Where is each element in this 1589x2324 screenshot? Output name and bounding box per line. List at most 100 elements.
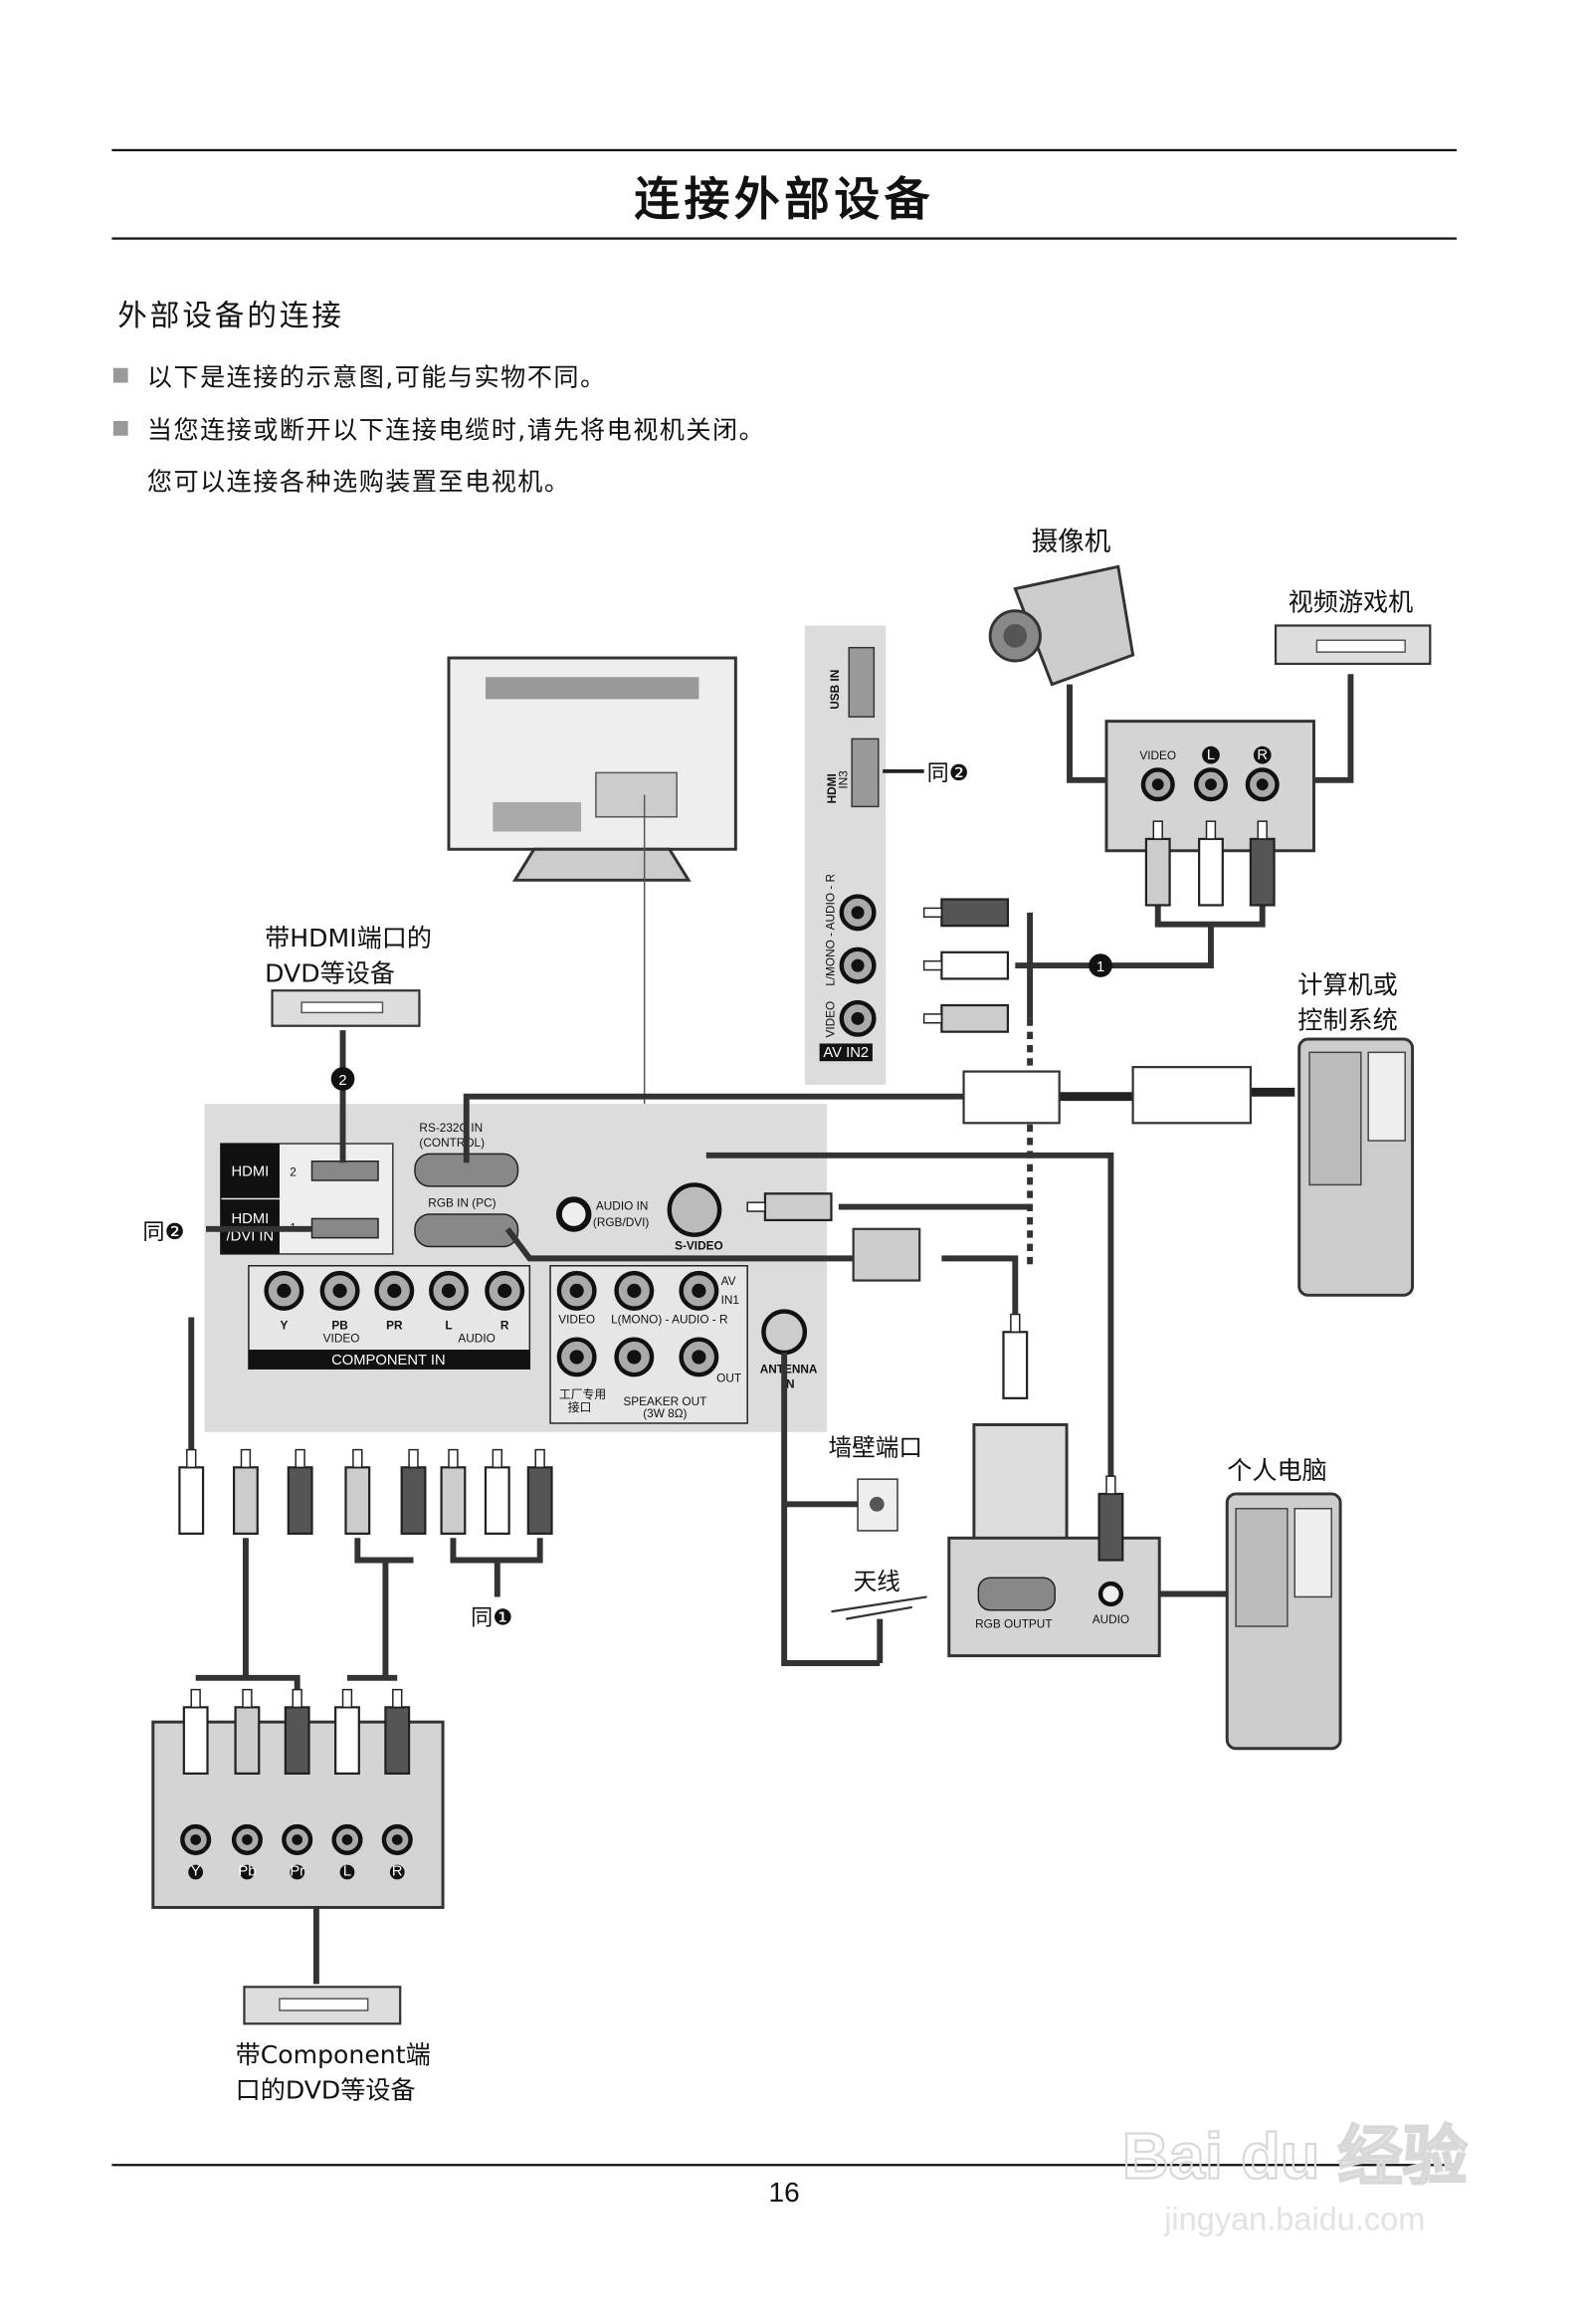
component-dvd-illustration bbox=[243, 1986, 402, 2025]
side-av-jack-center bbox=[851, 906, 865, 920]
wall-port-label: 墙壁端口 bbox=[829, 1434, 923, 1462]
serial-connector bbox=[962, 1070, 1061, 1125]
component-jack-center bbox=[277, 1283, 292, 1298]
computer-control-label: 计算机或 bbox=[1297, 970, 1398, 999]
same-as-2-ref: 同❷ bbox=[927, 760, 969, 786]
page-title: 连接外部设备 bbox=[634, 172, 934, 226]
rca-plug-tip bbox=[1105, 1475, 1116, 1495]
computer-control-label: 控制系统 bbox=[1297, 1006, 1398, 1035]
antenna-in-label: ANTENNA bbox=[760, 1363, 818, 1376]
audio-in-jack[interactable] bbox=[555, 1196, 592, 1232]
side-av-jack-center bbox=[851, 958, 865, 972]
rca-plug-tip bbox=[492, 1448, 502, 1469]
av-video-label: VIDEO bbox=[558, 1312, 595, 1326]
component-output-jack-center bbox=[242, 1834, 253, 1845]
side-audio-label: L/MONO - AUDIO - R bbox=[823, 874, 837, 986]
rca-plug-tip bbox=[240, 1448, 252, 1469]
hdmi-dvd-illustration bbox=[271, 989, 421, 1027]
hdmi2-port[interactable] bbox=[310, 1161, 379, 1181]
pc-tower bbox=[1225, 1492, 1342, 1751]
serial-cable bbox=[1059, 1087, 1295, 1102]
av-in1-label: AV bbox=[721, 1274, 736, 1288]
component-cables bbox=[188, 1317, 543, 1708]
watermark-url: jingyan.baidu.com bbox=[1163, 2201, 1425, 2236]
speaker-out-jack-center bbox=[627, 1350, 642, 1365]
component-output-label: R bbox=[392, 1864, 403, 1880]
av-in1-label: IN1 bbox=[721, 1293, 739, 1307]
rca-plug-tip bbox=[922, 959, 943, 971]
camcorder-illustration bbox=[988, 564, 1135, 687]
pc-audio-jack bbox=[1097, 1581, 1123, 1607]
rca-plug bbox=[440, 1466, 467, 1535]
camcorder-jack-center bbox=[1256, 778, 1269, 791]
watermark-brand: Bai du 经验 bbox=[1122, 2120, 1468, 2193]
component-output-jack-center bbox=[391, 1834, 403, 1845]
s-video-label: S-VIDEO bbox=[675, 1238, 723, 1252]
component-dvd-label: 口的DVD等设备 bbox=[236, 2076, 416, 2105]
bullet-text: 以下是连接的示意图,可能与实物不同。 bbox=[147, 362, 607, 391]
rs232-cable bbox=[463, 1093, 964, 1163]
component-in-label: COMPONENT IN bbox=[331, 1353, 446, 1369]
usb-port[interactable] bbox=[848, 646, 876, 718]
rca-plug bbox=[940, 1003, 1010, 1033]
ref-mark-1-number: 1 bbox=[1096, 959, 1104, 975]
rgb-in-port[interactable] bbox=[414, 1213, 519, 1248]
component-jack-label: R bbox=[500, 1318, 509, 1332]
same-as-2-ref: 同❷ bbox=[142, 1219, 184, 1245]
rca-plug-tip bbox=[1205, 820, 1217, 840]
camcorder-r-label: R bbox=[1257, 747, 1268, 763]
rca-plug bbox=[400, 1466, 427, 1535]
rca-plug-tip bbox=[534, 1448, 545, 1469]
rca-plug-tip bbox=[295, 1448, 305, 1469]
rca-plug-tip bbox=[392, 1688, 403, 1709]
vga-connector bbox=[852, 1227, 921, 1282]
rca-plug bbox=[1002, 1331, 1029, 1399]
side-av-jack-center bbox=[851, 1011, 865, 1025]
rca-plug bbox=[763, 1192, 833, 1222]
rgb-output-label: RGB OUTPUT bbox=[975, 1617, 1052, 1631]
hdmi1-port[interactable] bbox=[310, 1217, 379, 1239]
component-dvd-label: 带Component端 bbox=[236, 2040, 431, 2069]
component-jack-label: L bbox=[445, 1318, 452, 1332]
av-in1-jack-center bbox=[692, 1283, 706, 1298]
ref-mark-1 bbox=[1089, 953, 1112, 977]
antenna-in-label: IN bbox=[783, 1376, 795, 1390]
s-video-jack[interactable] bbox=[667, 1182, 722, 1237]
rgb-cable bbox=[504, 1227, 1019, 1333]
rca-plug bbox=[1249, 837, 1276, 907]
camcorder-jack-center bbox=[1151, 778, 1164, 791]
antenna-cable bbox=[781, 1352, 884, 1666]
rca-plug-tip bbox=[448, 1448, 459, 1469]
rca-plug-tip bbox=[408, 1448, 419, 1469]
rca-plug-tip bbox=[190, 1688, 201, 1709]
rca-plug bbox=[287, 1466, 313, 1535]
page-number: 16 bbox=[769, 2177, 800, 2208]
hdmi-in3-sub: IN3 bbox=[837, 770, 851, 789]
av-audio-label: L(MONO) - AUDIO - R bbox=[611, 1312, 727, 1326]
factory-port-label: 接口 bbox=[568, 1400, 592, 1414]
component-jack-center bbox=[332, 1283, 347, 1298]
rca-plug bbox=[284, 1706, 310, 1776]
hdmi-dvd-label: 带HDMI端口的 bbox=[265, 924, 432, 952]
component-output-jack-center bbox=[292, 1834, 303, 1845]
hdmi-port-number: 2 bbox=[290, 1165, 297, 1179]
component-output-jack-center bbox=[341, 1834, 353, 1845]
rca-plug bbox=[940, 951, 1010, 980]
rca-plug bbox=[1097, 1492, 1124, 1562]
component-output-label: Pb bbox=[238, 1864, 256, 1880]
component-jack-label: PB bbox=[331, 1318, 347, 1332]
component-output-label-badge bbox=[339, 1864, 355, 1880]
rca-plug-tip bbox=[292, 1688, 302, 1709]
antenna-in-jack[interactable] bbox=[761, 1309, 808, 1356]
av-cable bbox=[1015, 905, 1266, 1019]
component-output-jack-center bbox=[190, 1834, 201, 1845]
audio-in-sub-label: (RGB/DVI) bbox=[593, 1215, 650, 1229]
hdmi-dvd-label: DVD等设备 bbox=[265, 958, 395, 987]
rca-plug-tip bbox=[1257, 820, 1268, 840]
audio-cable bbox=[705, 1152, 1114, 1487]
hdmi-in3-port[interactable] bbox=[851, 738, 880, 808]
rca-plug-tip bbox=[1152, 820, 1163, 840]
hdmi-dvi-label: /DVI IN bbox=[227, 1229, 275, 1245]
